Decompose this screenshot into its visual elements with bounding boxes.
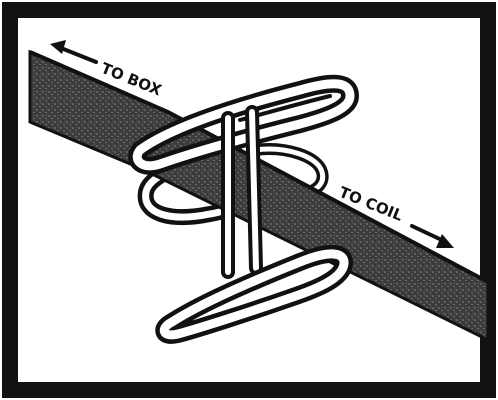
illustration: TO BOX TO COIL	[0, 0, 498, 400]
cable-clip-diagram: TO BOX TO COIL	[0, 0, 498, 400]
